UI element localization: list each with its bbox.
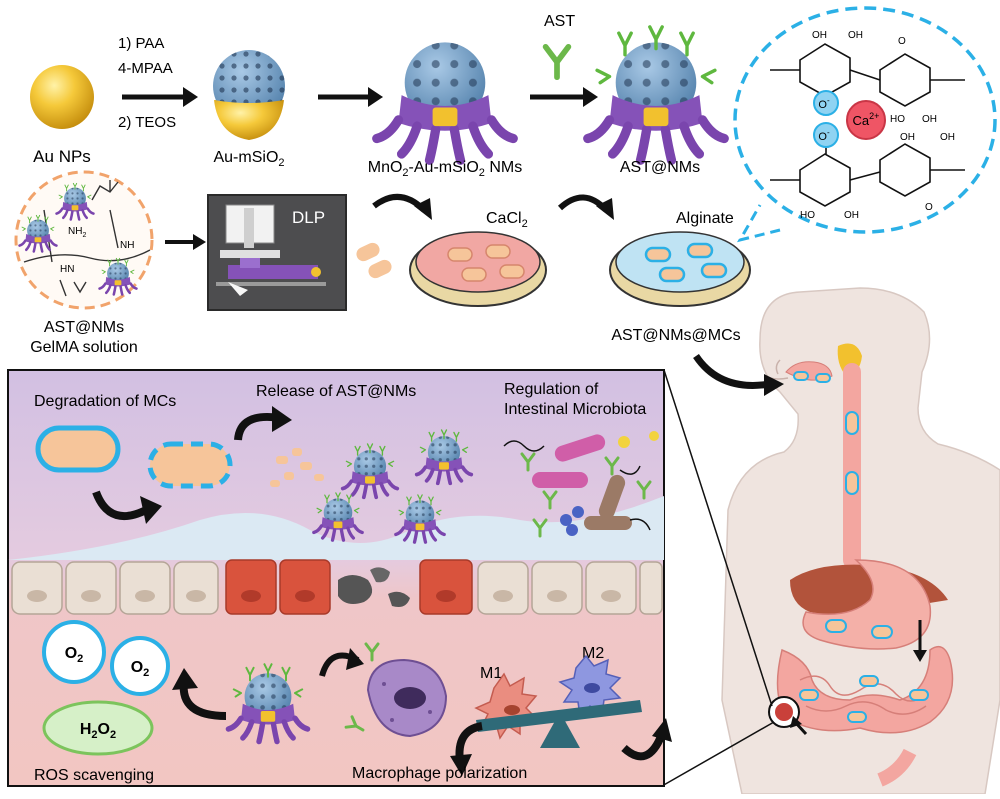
h2o2-bubble — [42, 700, 154, 756]
label-oh-1: OH — [812, 30, 827, 41]
intestinal-mechanism-panel: Degradation of MCs Release of AST@NMs Re… — [7, 369, 672, 787]
alginate-petri-dish — [609, 231, 751, 307]
arrow-macrophage — [319, 648, 364, 677]
label-o2-1: O2 — [65, 645, 84, 665]
cacl2-petri-dish — [409, 231, 547, 307]
label-nh: NH — [120, 240, 134, 251]
label-nh2: NH2 — [68, 226, 86, 239]
label-gelma-line1: AST@NMs — [44, 319, 124, 336]
label-oh-2: OH — [848, 30, 863, 41]
human-body-silhouette — [721, 287, 1000, 795]
arrow-m2 — [621, 718, 672, 761]
arrow-to-dlp — [165, 234, 206, 250]
label-oh-4: OH — [900, 132, 915, 143]
mno2-au-msio2-nanomotor — [377, 42, 513, 160]
epithelial-layer — [11, 559, 663, 615]
arrow-step-1 — [122, 87, 198, 107]
label-h2o2: H2O2 — [80, 721, 116, 741]
label-ast-nms: AST@NMs — [620, 159, 700, 176]
balance-scale — [476, 700, 642, 748]
capsule-fragments — [270, 448, 324, 487]
label-oh-3: OH — [922, 114, 937, 125]
arrow-step-2 — [318, 87, 383, 107]
au-msio2-particle — [213, 50, 285, 140]
label-oh-5: OH — [940, 132, 955, 143]
label-au-msio2: Au-mSiO2 — [213, 149, 284, 169]
label-o-minus-lower: O- — [818, 128, 830, 143]
label-release: Release of AST@NMs — [256, 383, 416, 400]
label-o-1: O — [898, 36, 906, 47]
zoom-connector-top — [663, 369, 773, 707]
label-cacl2: CaCl2 — [486, 210, 528, 230]
printed-microcapsules — [356, 242, 392, 279]
gold-nanoparticle — [30, 65, 94, 129]
ast-nms-particle — [588, 27, 724, 160]
ast-molecule-icon — [546, 47, 569, 77]
intestine-zoom-marker — [768, 696, 808, 736]
macrophage-cell — [344, 642, 448, 738]
label-au-nps: Au NPs — [33, 147, 91, 166]
label-regulation-line2: Intestinal Microbiota — [504, 401, 646, 418]
arrow-m1 — [450, 722, 483, 776]
arrow-step-3 — [530, 87, 598, 107]
dlp-printer — [207, 194, 347, 311]
label-hn: HN — [60, 264, 74, 275]
degrading-microcapsule — [147, 441, 233, 489]
label-ho-1: HO — [890, 114, 905, 125]
label-macrophage: Macrophage polarization — [352, 765, 527, 782]
microbiota-cluster — [503, 431, 659, 538]
label-gelma-line2: GelMA solution — [30, 339, 138, 356]
label-step1-mpaa: 4-MPAA — [118, 60, 173, 77]
intact-microcapsule — [35, 425, 121, 473]
label-ros: ROS scavenging — [34, 767, 154, 784]
curved-arrow-to-alginate — [557, 194, 614, 220]
label-ho-2: HO — [800, 210, 815, 221]
label-o-2: O — [925, 202, 933, 213]
label-ast: AST — [544, 13, 575, 30]
label-ca2plus: Ca2+ — [853, 111, 880, 128]
gelma-solution-circle: NH2 NH HN — [14, 170, 154, 310]
label-dlp: DLP — [292, 208, 325, 227]
label-regulation-line1: Regulation of — [504, 381, 599, 398]
label-mno2-nms: MnO2-Au-mSiO2 NMs — [368, 159, 522, 179]
label-degradation: Degradation of MCs — [34, 393, 176, 410]
arrow-to-mouth — [693, 353, 784, 396]
label-o2-2: O2 — [131, 659, 150, 679]
arrow-release — [234, 406, 292, 441]
label-step1-teos: 2) TEOS — [118, 114, 176, 131]
alginate-structure-bubble: Ca2+ O- O- OH OH O HO OH OH OH HO OH O — [733, 6, 997, 243]
o2-bubble-2 — [110, 636, 170, 696]
label-alginate: Alginate — [676, 210, 734, 227]
label-ast-nms-mcs: AST@NMs@MCs — [611, 327, 740, 344]
zoom-connector-bottom — [661, 721, 775, 787]
arrow-degradation — [92, 490, 162, 524]
label-oh-6: OH — [844, 210, 859, 221]
curved-arrow-to-cacl2 — [372, 194, 432, 220]
label-step1-paa: 1) PAA — [118, 35, 164, 52]
arrow-ros — [172, 668, 227, 720]
label-o-minus-upper: O- — [818, 96, 830, 111]
label-m1: M1 — [480, 665, 502, 682]
o2-bubble-1 — [42, 620, 106, 684]
